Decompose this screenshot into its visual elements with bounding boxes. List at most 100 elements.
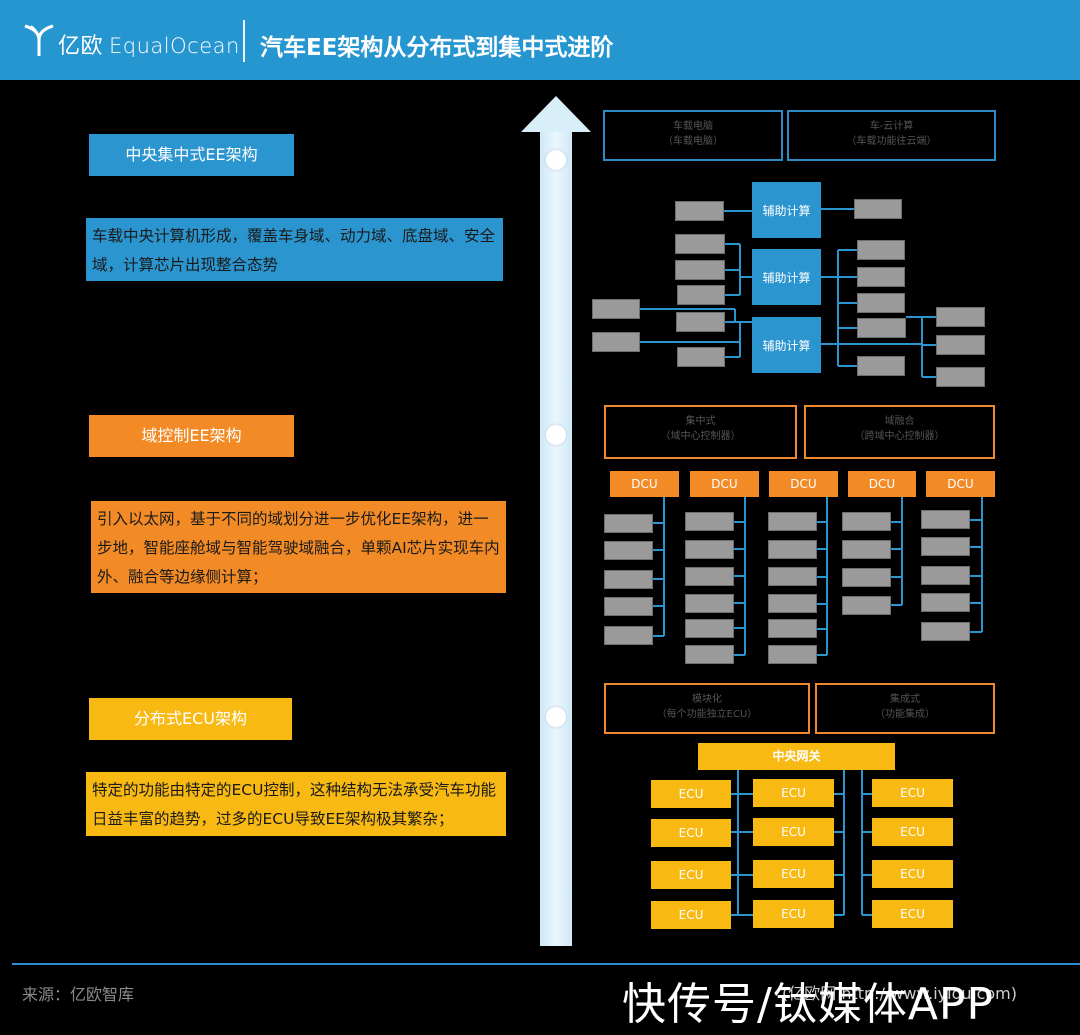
domain-node bbox=[685, 594, 734, 613]
box-line2: （功能集成） bbox=[875, 709, 935, 720]
brand-cn: 亿欧 bbox=[58, 34, 104, 59]
central-node bbox=[936, 335, 985, 355]
central-node bbox=[857, 356, 905, 376]
central-node bbox=[936, 367, 985, 387]
central-node bbox=[857, 293, 905, 313]
domain-node bbox=[842, 568, 891, 587]
timeline-dot-central bbox=[546, 150, 566, 170]
domain-node bbox=[768, 619, 817, 638]
central-node bbox=[677, 347, 725, 367]
stage-desc-central: 车载中央计算机形成，覆盖车身域、动力域、底盘域、安全域，计算芯片出现整合态势 bbox=[86, 218, 503, 281]
evolution-arrow-shaft bbox=[540, 128, 572, 946]
domain-node bbox=[685, 540, 734, 559]
domain-node bbox=[685, 645, 734, 664]
central-node bbox=[675, 260, 725, 280]
box-line2: （车载功能往云端） bbox=[846, 136, 937, 147]
domain-node bbox=[604, 570, 653, 589]
ecu-box: ECU bbox=[872, 818, 953, 846]
domain-node bbox=[604, 514, 653, 533]
domain-node bbox=[604, 541, 653, 560]
assist-compute-box-2: 辅助计算 bbox=[752, 249, 821, 305]
watermark-text: 快传号/钛媒体APP bbox=[622, 979, 994, 1030]
central-box-vehicle-computer: 车载电脑 （车载电脑） bbox=[603, 110, 783, 161]
box-line1: 模块化 bbox=[692, 694, 722, 705]
ecu-box: ECU bbox=[753, 900, 834, 928]
central-node bbox=[676, 312, 725, 332]
evolution-arrow-head-icon bbox=[521, 96, 591, 132]
domain-node bbox=[921, 566, 970, 585]
dcu-box-4: DCU bbox=[848, 471, 916, 497]
ecu-box: ECU bbox=[651, 819, 731, 847]
equalocean-logo-icon bbox=[24, 24, 54, 56]
dcu-box-5: DCU bbox=[926, 471, 995, 497]
domain-box-fusion: 域融合 （跨域中心控制器） bbox=[804, 405, 995, 459]
domain-node bbox=[768, 645, 817, 664]
timeline-dot-domain bbox=[546, 425, 566, 445]
box-line1: 域融合 bbox=[884, 416, 915, 427]
stage-title-domain: 域控制EE架构 bbox=[89, 415, 294, 457]
central-node bbox=[675, 201, 724, 221]
central-node bbox=[857, 267, 905, 287]
domain-box-centralized: 集中式 （域中心控制器） bbox=[604, 405, 797, 459]
stage-title-central: 中央集中式EE架构 bbox=[89, 134, 294, 176]
ecu-box: ECU bbox=[753, 860, 834, 888]
header-divider bbox=[243, 20, 245, 62]
central-node bbox=[857, 318, 906, 338]
central-node bbox=[857, 240, 905, 260]
domain-node bbox=[842, 596, 891, 615]
assist-compute-box-1: 辅助计算 bbox=[752, 182, 821, 238]
domain-node bbox=[604, 626, 653, 645]
domain-node bbox=[604, 597, 653, 616]
central-node bbox=[677, 285, 725, 305]
stage-desc-domain: 引入以太网，基于不同的域划分进一步优化EE架构，进一步地，智能座舱域与智能驾驶域… bbox=[91, 501, 506, 593]
domain-node bbox=[921, 593, 970, 612]
central-node bbox=[854, 199, 902, 219]
brand-en: EqualOcean bbox=[109, 34, 240, 58]
domain-node bbox=[921, 537, 970, 556]
stage-desc-distributed: 特定的功能由特定的ECU控制，这种结构无法承受汽车功能日益丰富的趋势，过多的EC… bbox=[86, 772, 506, 836]
ecu-box: ECU bbox=[651, 780, 731, 808]
box-line2: （跨域中心控制器） bbox=[854, 431, 945, 442]
central-gateway-box: 中央网关 bbox=[698, 743, 895, 770]
domain-node bbox=[768, 567, 817, 586]
dcu-box-1: DCU bbox=[610, 471, 679, 497]
box-line1: 车载电脑 bbox=[673, 121, 713, 132]
domain-node bbox=[921, 622, 970, 641]
distributed-box-modular: 模块化 （每个功能独立ECU） bbox=[604, 683, 810, 734]
distributed-box-integrated: 集成式 （功能集成） bbox=[815, 683, 995, 734]
domain-node bbox=[768, 594, 817, 613]
page-title: 汽车EE架构从分布式到集中式进阶 bbox=[260, 35, 614, 61]
dcu-box-3: DCU bbox=[769, 471, 838, 497]
domain-node bbox=[842, 540, 891, 559]
domain-node bbox=[921, 510, 970, 529]
source-note: 来源：亿欧智库 bbox=[22, 985, 135, 1004]
central-node bbox=[592, 299, 640, 319]
box-line1: 集成式 bbox=[890, 694, 920, 705]
domain-node bbox=[768, 512, 817, 531]
central-node bbox=[592, 332, 640, 352]
ecu-box: ECU bbox=[753, 779, 834, 807]
central-node bbox=[675, 234, 725, 254]
domain-node bbox=[685, 567, 734, 586]
domain-node bbox=[685, 512, 734, 531]
timeline-dot-distributed bbox=[546, 707, 566, 727]
box-line1: 车-云计算 bbox=[869, 121, 914, 132]
domain-node bbox=[685, 619, 734, 638]
central-node bbox=[936, 307, 985, 327]
ecu-box: ECU bbox=[872, 900, 953, 928]
central-box-cloud-computing: 车-云计算 （车载功能往云端） bbox=[787, 110, 996, 161]
dcu-box-2: DCU bbox=[690, 471, 759, 497]
ecu-box: ECU bbox=[651, 901, 731, 929]
assist-compute-box-3: 辅助计算 bbox=[752, 317, 821, 373]
box-line2: （车载电脑） bbox=[663, 136, 723, 147]
ecu-box: ECU bbox=[872, 860, 953, 888]
box-line2: （域中心控制器） bbox=[660, 431, 741, 442]
stage-title-distributed: 分布式ECU架构 bbox=[89, 698, 292, 740]
box-line1: 集中式 bbox=[685, 416, 716, 427]
domain-node bbox=[842, 512, 891, 531]
ecu-box: ECU bbox=[753, 818, 834, 846]
